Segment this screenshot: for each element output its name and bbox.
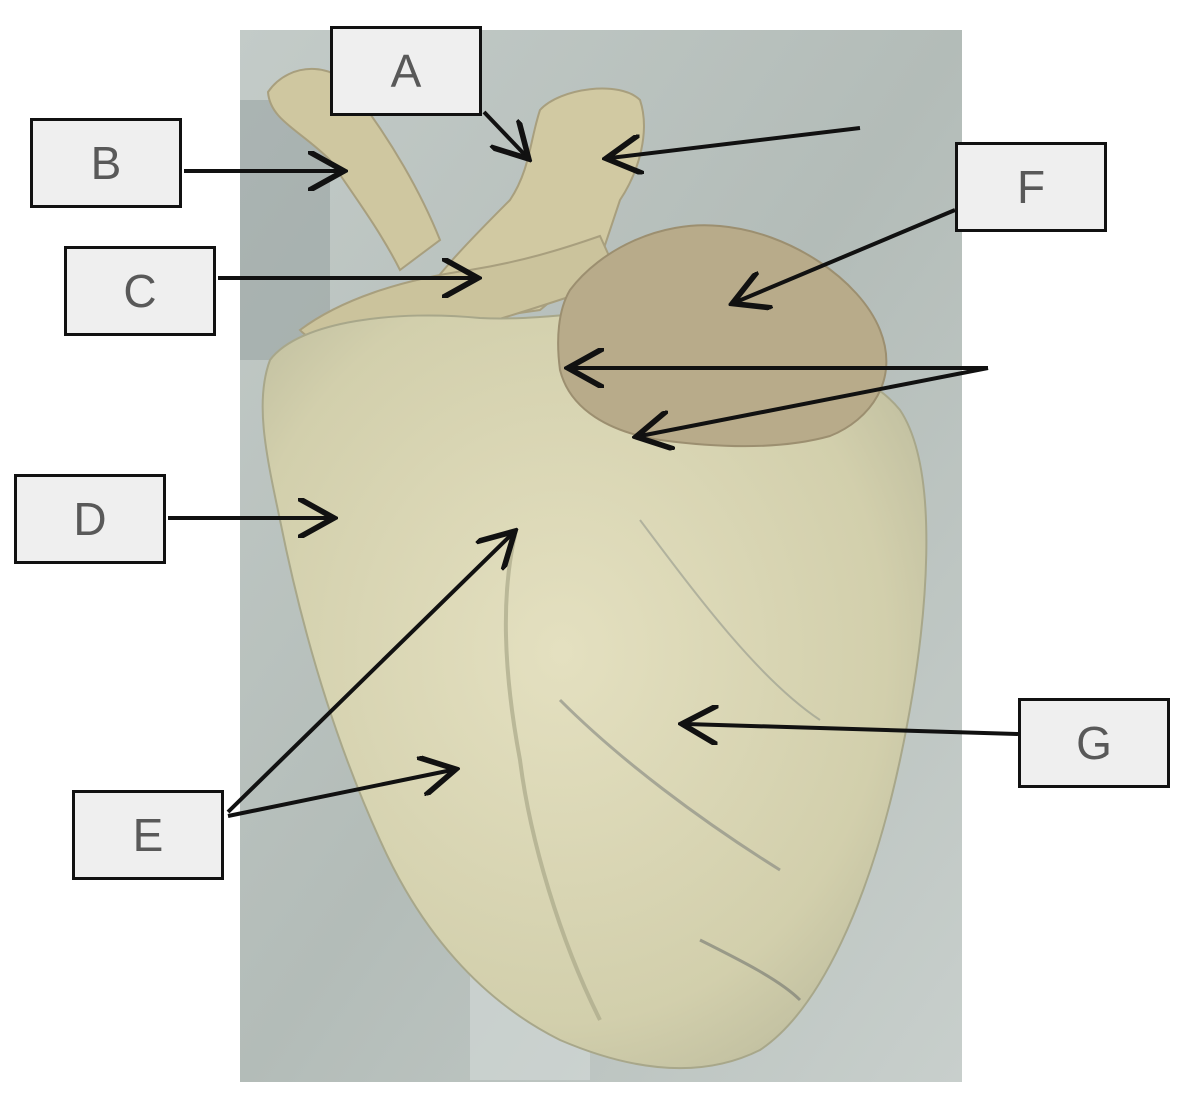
label-box-d: D bbox=[14, 474, 166, 564]
surface-vein-3 bbox=[699, 938, 802, 1002]
arrow-e-lower bbox=[227, 770, 452, 818]
label-box-e: E bbox=[72, 790, 224, 880]
label-box-f: F bbox=[955, 142, 1107, 232]
surface-vein-2 bbox=[639, 519, 821, 721]
label-box-a: A bbox=[330, 26, 482, 116]
arrow-g bbox=[686, 724, 1019, 734]
label-box-b: B bbox=[30, 118, 182, 208]
arrow-a-right bbox=[610, 126, 861, 158]
arrow-f bbox=[736, 208, 956, 302]
surface-vein-1 bbox=[558, 698, 781, 872]
label-box-g: G bbox=[1018, 698, 1170, 788]
coronary-groove bbox=[503, 534, 602, 1021]
atrium-f bbox=[557, 224, 888, 448]
arrow-unlabeled-lower bbox=[640, 366, 989, 436]
arrow-a bbox=[482, 110, 526, 156]
label-box-c: C bbox=[64, 246, 216, 336]
arrow-e-upper bbox=[226, 534, 512, 814]
